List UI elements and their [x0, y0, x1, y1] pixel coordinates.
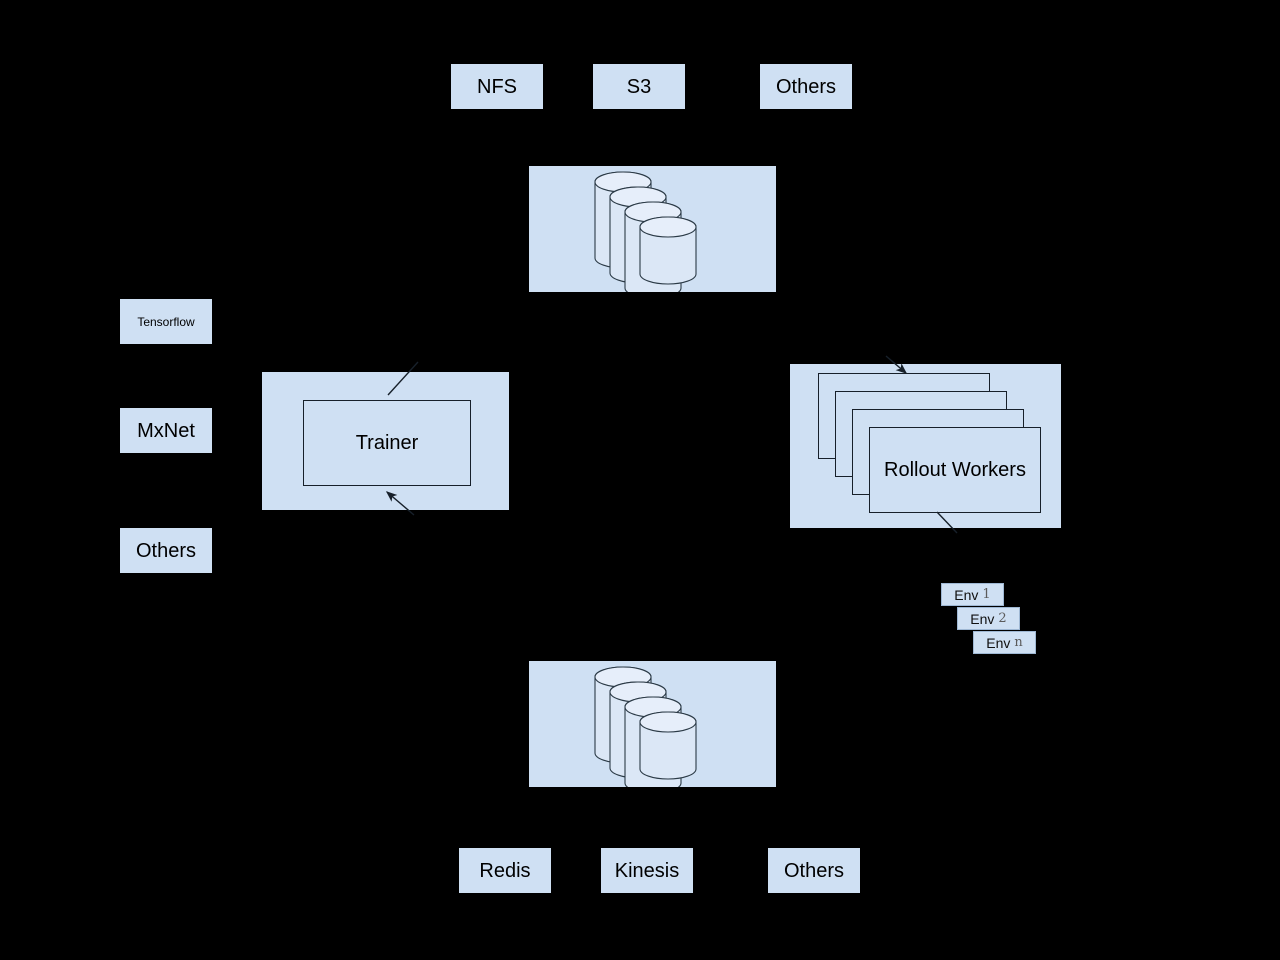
- storage-backend-others-label: Others: [775, 75, 837, 98]
- queue-backend-others-label: Others: [783, 859, 845, 882]
- trainer-box[interactable]: Trainer: [303, 400, 471, 486]
- environment-n-index: n: [1014, 635, 1023, 650]
- storage-backend-nfs[interactable]: NFS: [451, 64, 543, 109]
- queue-backend-redis[interactable]: Redis: [459, 848, 551, 893]
- rollout-workers-label: Rollout Workers: [884, 458, 1026, 481]
- environment-n[interactable]: Env n: [973, 631, 1036, 654]
- framework-others-label: Others: [135, 539, 197, 562]
- environment-1-label: Env: [954, 586, 979, 603]
- queue-backend-kinesis-label: Kinesis: [614, 859, 680, 882]
- environment-2-label: Env: [970, 610, 995, 627]
- storage-backend-s3[interactable]: S3: [593, 64, 685, 109]
- environment-n-label: Env: [986, 634, 1011, 651]
- framework-mxnet-label: MxNet: [137, 419, 195, 442]
- environment-2[interactable]: Env 2: [957, 607, 1020, 630]
- framework-tensorflow-label: Tensorflow: [137, 314, 195, 329]
- rollout-worker-card-4[interactable]: Rollout Workers: [869, 427, 1041, 513]
- model-store-panel[interactable]: [529, 166, 776, 292]
- experience-store-panel[interactable]: [529, 661, 776, 787]
- trainer-label: Trainer: [355, 432, 419, 454]
- framework-tensorflow[interactable]: Tensorflow: [120, 299, 212, 344]
- storage-backend-s3-label: S3: [626, 75, 652, 98]
- queue-backend-kinesis[interactable]: Kinesis: [601, 848, 693, 893]
- framework-others[interactable]: Others: [120, 528, 212, 573]
- queue-backend-others[interactable]: Others: [768, 848, 860, 893]
- framework-mxnet[interactable]: MxNet: [120, 408, 212, 453]
- queue-backend-redis-label: Redis: [479, 859, 531, 882]
- storage-backend-others[interactable]: Others: [760, 64, 852, 109]
- environment-1-index: 1: [982, 587, 991, 602]
- environment-1[interactable]: Env 1: [941, 583, 1004, 606]
- experience-store-cylinders: [594, 666, 697, 787]
- model-store-cylinders: [594, 171, 697, 292]
- environment-2-index: 2: [998, 611, 1007, 626]
- storage-backend-nfs-label: NFS: [477, 75, 517, 98]
